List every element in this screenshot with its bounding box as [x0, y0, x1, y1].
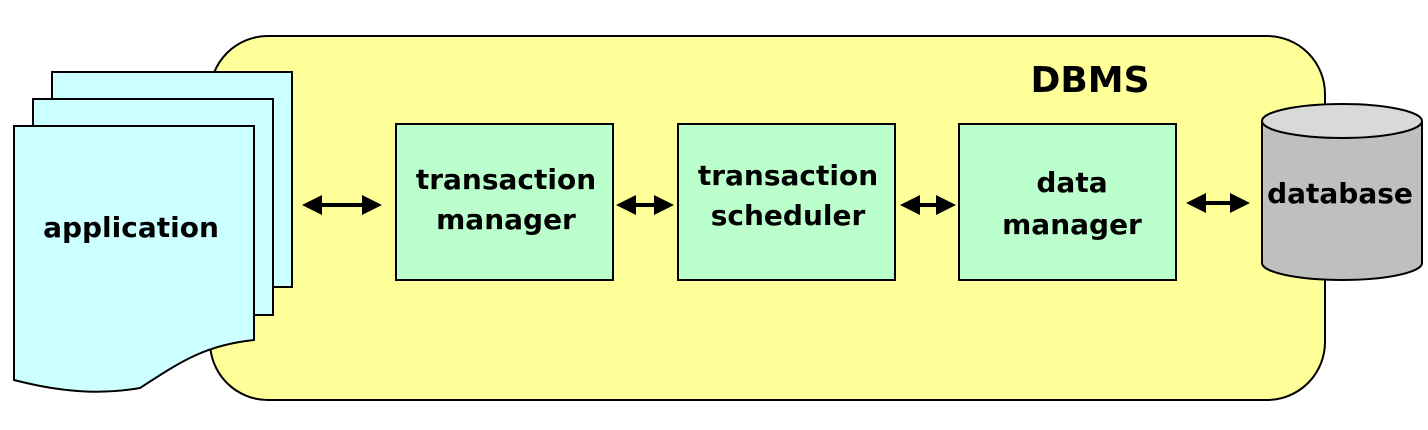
transaction-scheduler-box: transaction scheduler	[677, 123, 896, 281]
application-label: application	[43, 211, 219, 244]
database-label: database	[1267, 177, 1413, 210]
transaction-manager-box: transaction manager	[395, 123, 614, 281]
application-document-stack: application	[13, 71, 293, 393]
dbms-title: DBMS	[1030, 60, 1149, 101]
transaction-manager-label-line2: manager	[436, 203, 576, 236]
database-cylinder: database	[1261, 103, 1423, 281]
data-manager-label-line2: manager	[1002, 208, 1142, 241]
data-manager-box: data manager	[958, 123, 1177, 281]
application-page-front	[13, 125, 255, 393]
transaction-scheduler-rect	[677, 123, 896, 281]
data-manager-label-line1: data	[1036, 166, 1107, 199]
transaction-scheduler-label-line1: transaction	[698, 159, 878, 192]
transaction-manager-label-line1: transaction	[416, 163, 596, 196]
data-manager-rect	[958, 123, 1177, 281]
database-top	[1261, 103, 1423, 139]
database-body	[1261, 121, 1423, 281]
transaction-scheduler-label-line2: scheduler	[711, 199, 866, 232]
transaction-manager-rect	[395, 123, 614, 281]
